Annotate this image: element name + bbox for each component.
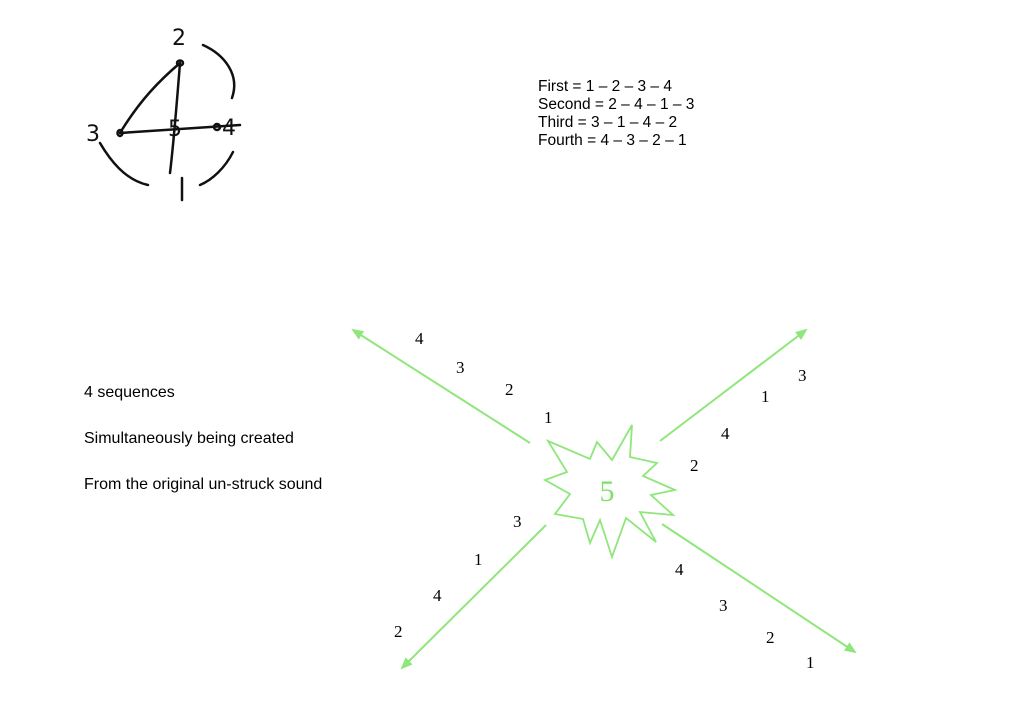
arm-ll-4: 2 [394,622,403,641]
arrow-lower-left [400,524,547,670]
sketch-arc [201,43,236,100]
sketch-arc [98,141,150,187]
note-1: 4 sequences [84,384,175,401]
center-label: 5 [600,475,615,508]
arm-ur-3: 4 [721,424,730,443]
arrow-upper-right [659,328,808,442]
sketch-arc [198,150,235,187]
sketch-label-5: 5 [168,117,182,142]
arm-lr-4: 1 [806,653,815,672]
note-2: Simultaneously being created [84,430,294,447]
sequence-second: Second = 2 – 4 – 1 – 3 [538,96,695,113]
sequence-first: First = 1 – 2 – 3 – 4 [538,78,672,95]
sequence-list: First = 1 – 2 – 3 – 4 Second = 2 – 4 – 1… [538,78,694,150]
note-3: From the original un-struck sound [84,476,323,493]
arrows [351,328,857,670]
sketch-label-4: 4 [222,116,236,141]
arm-ul-3: 2 [505,380,514,399]
arrow-lower-right [661,523,857,654]
starburst-icon [542,424,678,560]
arm-ll-3: 4 [433,586,442,605]
sketch-node [175,59,185,67]
arm-lr-3: 2 [766,628,775,647]
sequence-fourth: Fourth = 4 – 3 – 2 – 1 [538,132,687,149]
arm-ll-2: 1 [474,550,483,569]
arm-ul-2: 3 [456,358,465,377]
sketch-label-2: 2 [172,26,186,51]
sequence-third: Third = 3 – 1 – 4 – 2 [538,114,678,131]
arm-ul-1: 4 [415,329,424,348]
arm-ll-1: 3 [513,512,522,531]
arm-ur-4: 2 [690,456,699,475]
arm-ul-4: 1 [544,408,553,427]
notes: 4 sequences Simultaneously being created… [84,384,322,522]
sketch-node [116,128,124,138]
sketch-node [212,122,222,132]
hand-sketch [98,43,242,202]
arrow-upper-left [351,328,531,444]
arm-ur-1: 3 [798,366,807,385]
arm-lr-1: 4 [675,560,684,579]
sketch-line [118,61,182,135]
sketch-line [168,61,182,175]
arm-lr-2: 3 [719,596,728,615]
sketch-label-3: 3 [86,122,100,147]
arm-ur-2: 1 [761,387,770,406]
